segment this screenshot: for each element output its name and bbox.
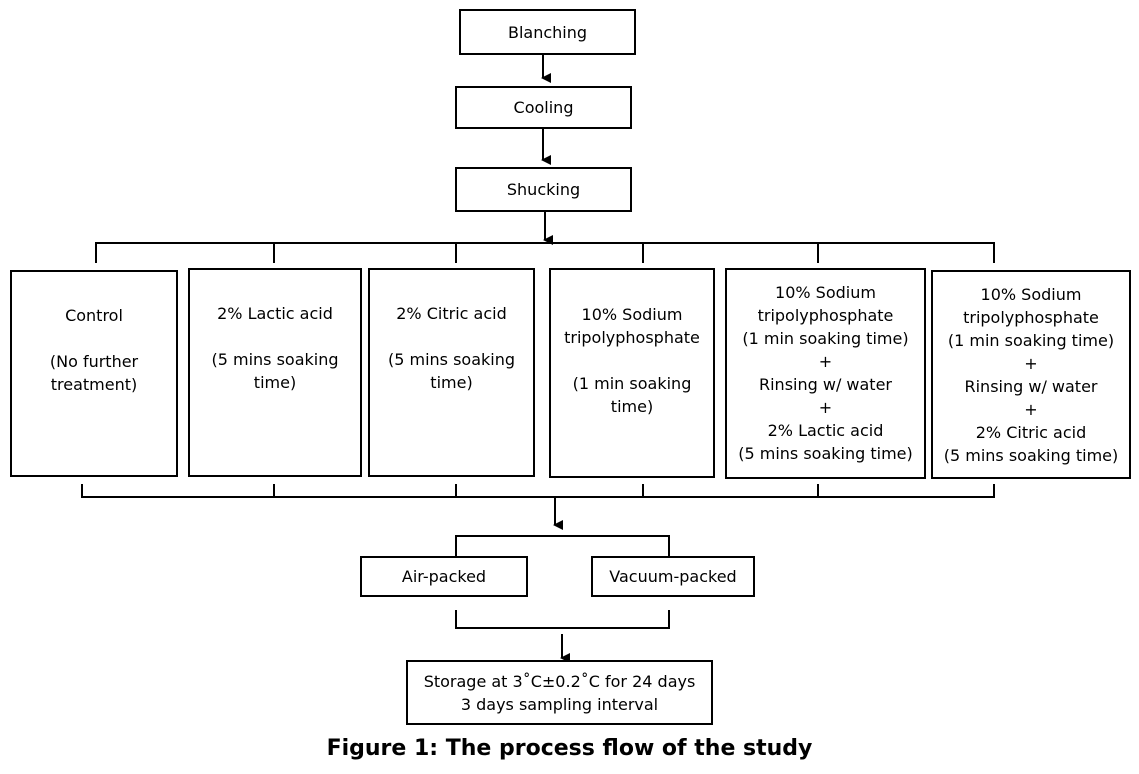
air-packed-box: Air-packed: [360, 556, 528, 597]
storage-label: Storage at 3˚C±0.2˚C for 24 days 3 days …: [423, 671, 696, 714]
treatment-lactic-box: 2% Lactic acid (5 mins soaking time): [188, 268, 362, 477]
shucking-box: Shucking: [455, 167, 632, 212]
figure-caption: Figure 1: The process flow of the study: [326, 736, 813, 761]
vacuum-packed-box: Vacuum-packed: [591, 556, 755, 597]
blanching-label: Blanching: [507, 22, 588, 42]
treatment-stpp-lactic-box: 10% Sodium tripolyphosphate (1 min soaki…: [725, 268, 926, 479]
air-packed-label: Air-packed: [401, 567, 487, 586]
treatment-label: 10% Sodium tripolyphosphate (1 min soaki…: [738, 283, 913, 463]
shucking-label: Shucking: [506, 180, 581, 199]
treatment-control-box: Control (No further treatment): [10, 270, 178, 477]
cooling-label: Cooling: [513, 98, 574, 117]
treatment-label: 2% Citric acid (5 mins soaking time): [387, 304, 516, 392]
treatment-stpp-citric-box: 10% Sodium tripolyphosphate (1 min soaki…: [931, 270, 1131, 479]
storage-box: Storage at 3˚C±0.2˚C for 24 days 3 days …: [406, 660, 713, 725]
treatment-label: 10% Sodium tripolyphosphate (1 min soaki…: [564, 305, 700, 416]
treatment-citric-box: 2% Citric acid (5 mins soaking time): [368, 268, 535, 477]
treatment-stpp-box: 10% Sodium tripolyphosphate (1 min soaki…: [549, 268, 715, 478]
treatment-label: 2% Lactic acid (5 mins soaking time): [211, 304, 339, 392]
vacuum-packed-label: Vacuum-packed: [609, 567, 737, 586]
treatment-label: 10% Sodium tripolyphosphate (1 min soaki…: [943, 285, 1119, 465]
treatment-label: Control (No further treatment): [49, 306, 139, 394]
blanching-box: Blanching: [459, 9, 636, 55]
cooling-box: Cooling: [455, 86, 632, 129]
